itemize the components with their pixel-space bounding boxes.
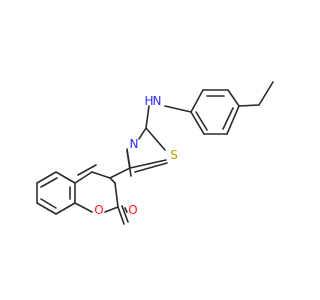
bond-line-17: [134, 162, 168, 173]
thiazole-nitrogen-label: N: [130, 137, 139, 151]
bond-line-19: [109, 167, 131, 179]
bond-line-30: [121, 205, 129, 223]
bond-line-22: [74, 171, 93, 184]
bond-line-5: [190, 111, 205, 135]
structure-canvas: N H N S O O: [36, 81, 274, 225]
bond-line-9: [195, 111, 208, 131]
bond-line-26: [74, 202, 93, 213]
amine-nitrogen-label: N: [153, 94, 162, 108]
bond-line-2: [227, 89, 240, 107]
bond-line-24: [114, 182, 119, 208]
bond-line-13: [145, 127, 166, 151]
bond-line-18: [126, 150, 132, 177]
bond-line-4: [190, 89, 204, 113]
bond-line-37: [40, 198, 57, 209]
atom-label-layer: N H N S O O: [94, 94, 178, 217]
thiazole-sulfur-label: S: [170, 148, 178, 162]
bond-line-21: [91, 171, 111, 179]
bond-line-34: [36, 202, 57, 215]
bond-line-32: [36, 171, 57, 184]
bond-line-1: [238, 104, 260, 107]
bond-line-16: [129, 159, 167, 169]
carbonyl-oxygen-label: O: [128, 203, 137, 217]
bond-line-14: [138, 127, 147, 140]
bond-layer: [36, 81, 274, 225]
bond-line-29: [117, 206, 125, 225]
ring-oxygen-label: O: [94, 203, 103, 217]
bond-line-0: [258, 81, 274, 106]
bond-line-25: [104, 206, 119, 213]
bond-line-12: [145, 105, 150, 129]
bond-line-10: [222, 107, 234, 130]
bond-line-7: [226, 105, 240, 135]
bond-line-36: [40, 177, 58, 188]
bond-line-28: [124, 207, 128, 213]
bond-line-23: [77, 164, 97, 176]
molecule-structure: N H N S O O: [36, 81, 274, 225]
bond-line-31: [55, 171, 76, 184]
bond-line-11: [164, 105, 192, 113]
bond-line-20: [109, 177, 116, 184]
bond-line-35: [55, 202, 76, 215]
amine-hydrogen-label: H: [144, 94, 153, 108]
